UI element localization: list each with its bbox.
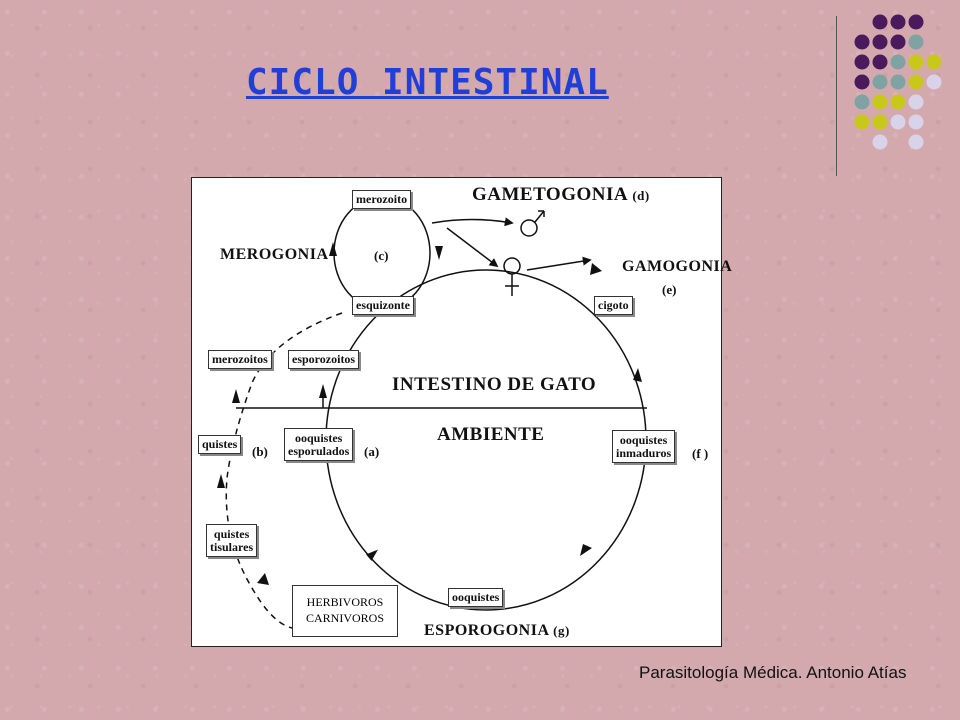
decorative-dot <box>890 94 906 110</box>
decorative-dot <box>872 54 888 70</box>
decorative-dot <box>872 114 888 130</box>
decorative-dot <box>872 34 888 50</box>
letter-b: (b) <box>252 444 268 459</box>
decorative-dot <box>890 74 906 90</box>
box-cigoto: cigoto <box>594 296 633 315</box>
decorative-dot <box>872 14 888 30</box>
decorative-dot <box>854 54 870 70</box>
hosts-carnivoros: CARNIVOROS <box>305 611 384 625</box>
decorative-dot <box>908 54 924 70</box>
box-esquizonte: esquizonte <box>352 296 414 315</box>
decorative-dot <box>908 74 924 90</box>
box-merozoito: merozoito <box>352 190 412 209</box>
life-cycle-diagram: GAMETOGONIA (d) MEROGONIA (c) GAMOGONIA … <box>191 177 732 647</box>
box-ooquistes-inmaduros: ooquistes inmaduros <box>612 430 676 463</box>
decorative-dot <box>854 114 870 130</box>
label-esporogonia: ESPOROGONIA (g) <box>424 622 570 639</box>
decorative-dot <box>926 54 942 70</box>
decorative-dot <box>890 14 906 30</box>
decorative-dot <box>890 34 906 50</box>
dashed-transmission-path <box>225 312 343 629</box>
label-ambiente: AMBIENTE <box>437 424 545 445</box>
box-ooquistes-esporulados: ooquistes esporulados <box>284 428 354 461</box>
label-merogonia: MEROGONIA <box>220 246 329 263</box>
decorative-dot <box>908 114 924 130</box>
decorative-dot <box>890 54 906 70</box>
gametogonia-arrow <box>431 217 514 227</box>
box-quistes-tisulares: quistes tisulares <box>206 524 258 557</box>
box-esporozoitos: esporozoitos <box>288 350 360 369</box>
box-quistes: quistes <box>198 435 242 454</box>
decorative-divider <box>836 16 837 176</box>
box-ooquistes: ooquistes <box>448 588 504 607</box>
decorative-dot <box>908 134 924 150</box>
female-arrow <box>446 227 499 268</box>
hosts-box: HERBIVOROS CARNIVOROS <box>292 585 398 637</box>
hosts-herbivoros: HERBIVOROS <box>306 595 384 609</box>
cycle-arrowheads <box>217 242 642 585</box>
decorative-dot <box>908 94 924 110</box>
male-symbol-icon <box>520 210 545 237</box>
box-merozoitos: merozoitos <box>208 350 272 369</box>
decorative-dot <box>872 74 888 90</box>
letter-a: (a) <box>364 444 380 459</box>
decorative-dot <box>908 34 924 50</box>
decorative-dot <box>908 14 924 30</box>
decorative-dot <box>926 74 942 90</box>
slide-title: CICLO INTESTINAL <box>246 62 609 103</box>
decorative-dot <box>854 94 870 110</box>
decorative-dot <box>872 134 888 150</box>
female-symbol-icon <box>503 257 521 296</box>
female-to-cigoto-arrow <box>526 256 592 271</box>
letter-c: (c) <box>374 248 389 263</box>
letter-e: (e) <box>662 282 677 297</box>
decorative-dot <box>872 94 888 110</box>
label-intestino: INTESTINO DE GATO <box>392 374 597 395</box>
label-gamogonia: GAMOGONIA <box>622 258 733 275</box>
source-credit: Parasitología Médica. Antonio Atías <box>639 663 907 682</box>
decorative-dot <box>854 34 870 50</box>
decorative-dot <box>854 74 870 90</box>
letter-f: (f ) <box>692 446 709 461</box>
label-gametogonia: GAMETOGONIA (d) <box>472 184 650 205</box>
decorative-dot <box>890 114 906 130</box>
